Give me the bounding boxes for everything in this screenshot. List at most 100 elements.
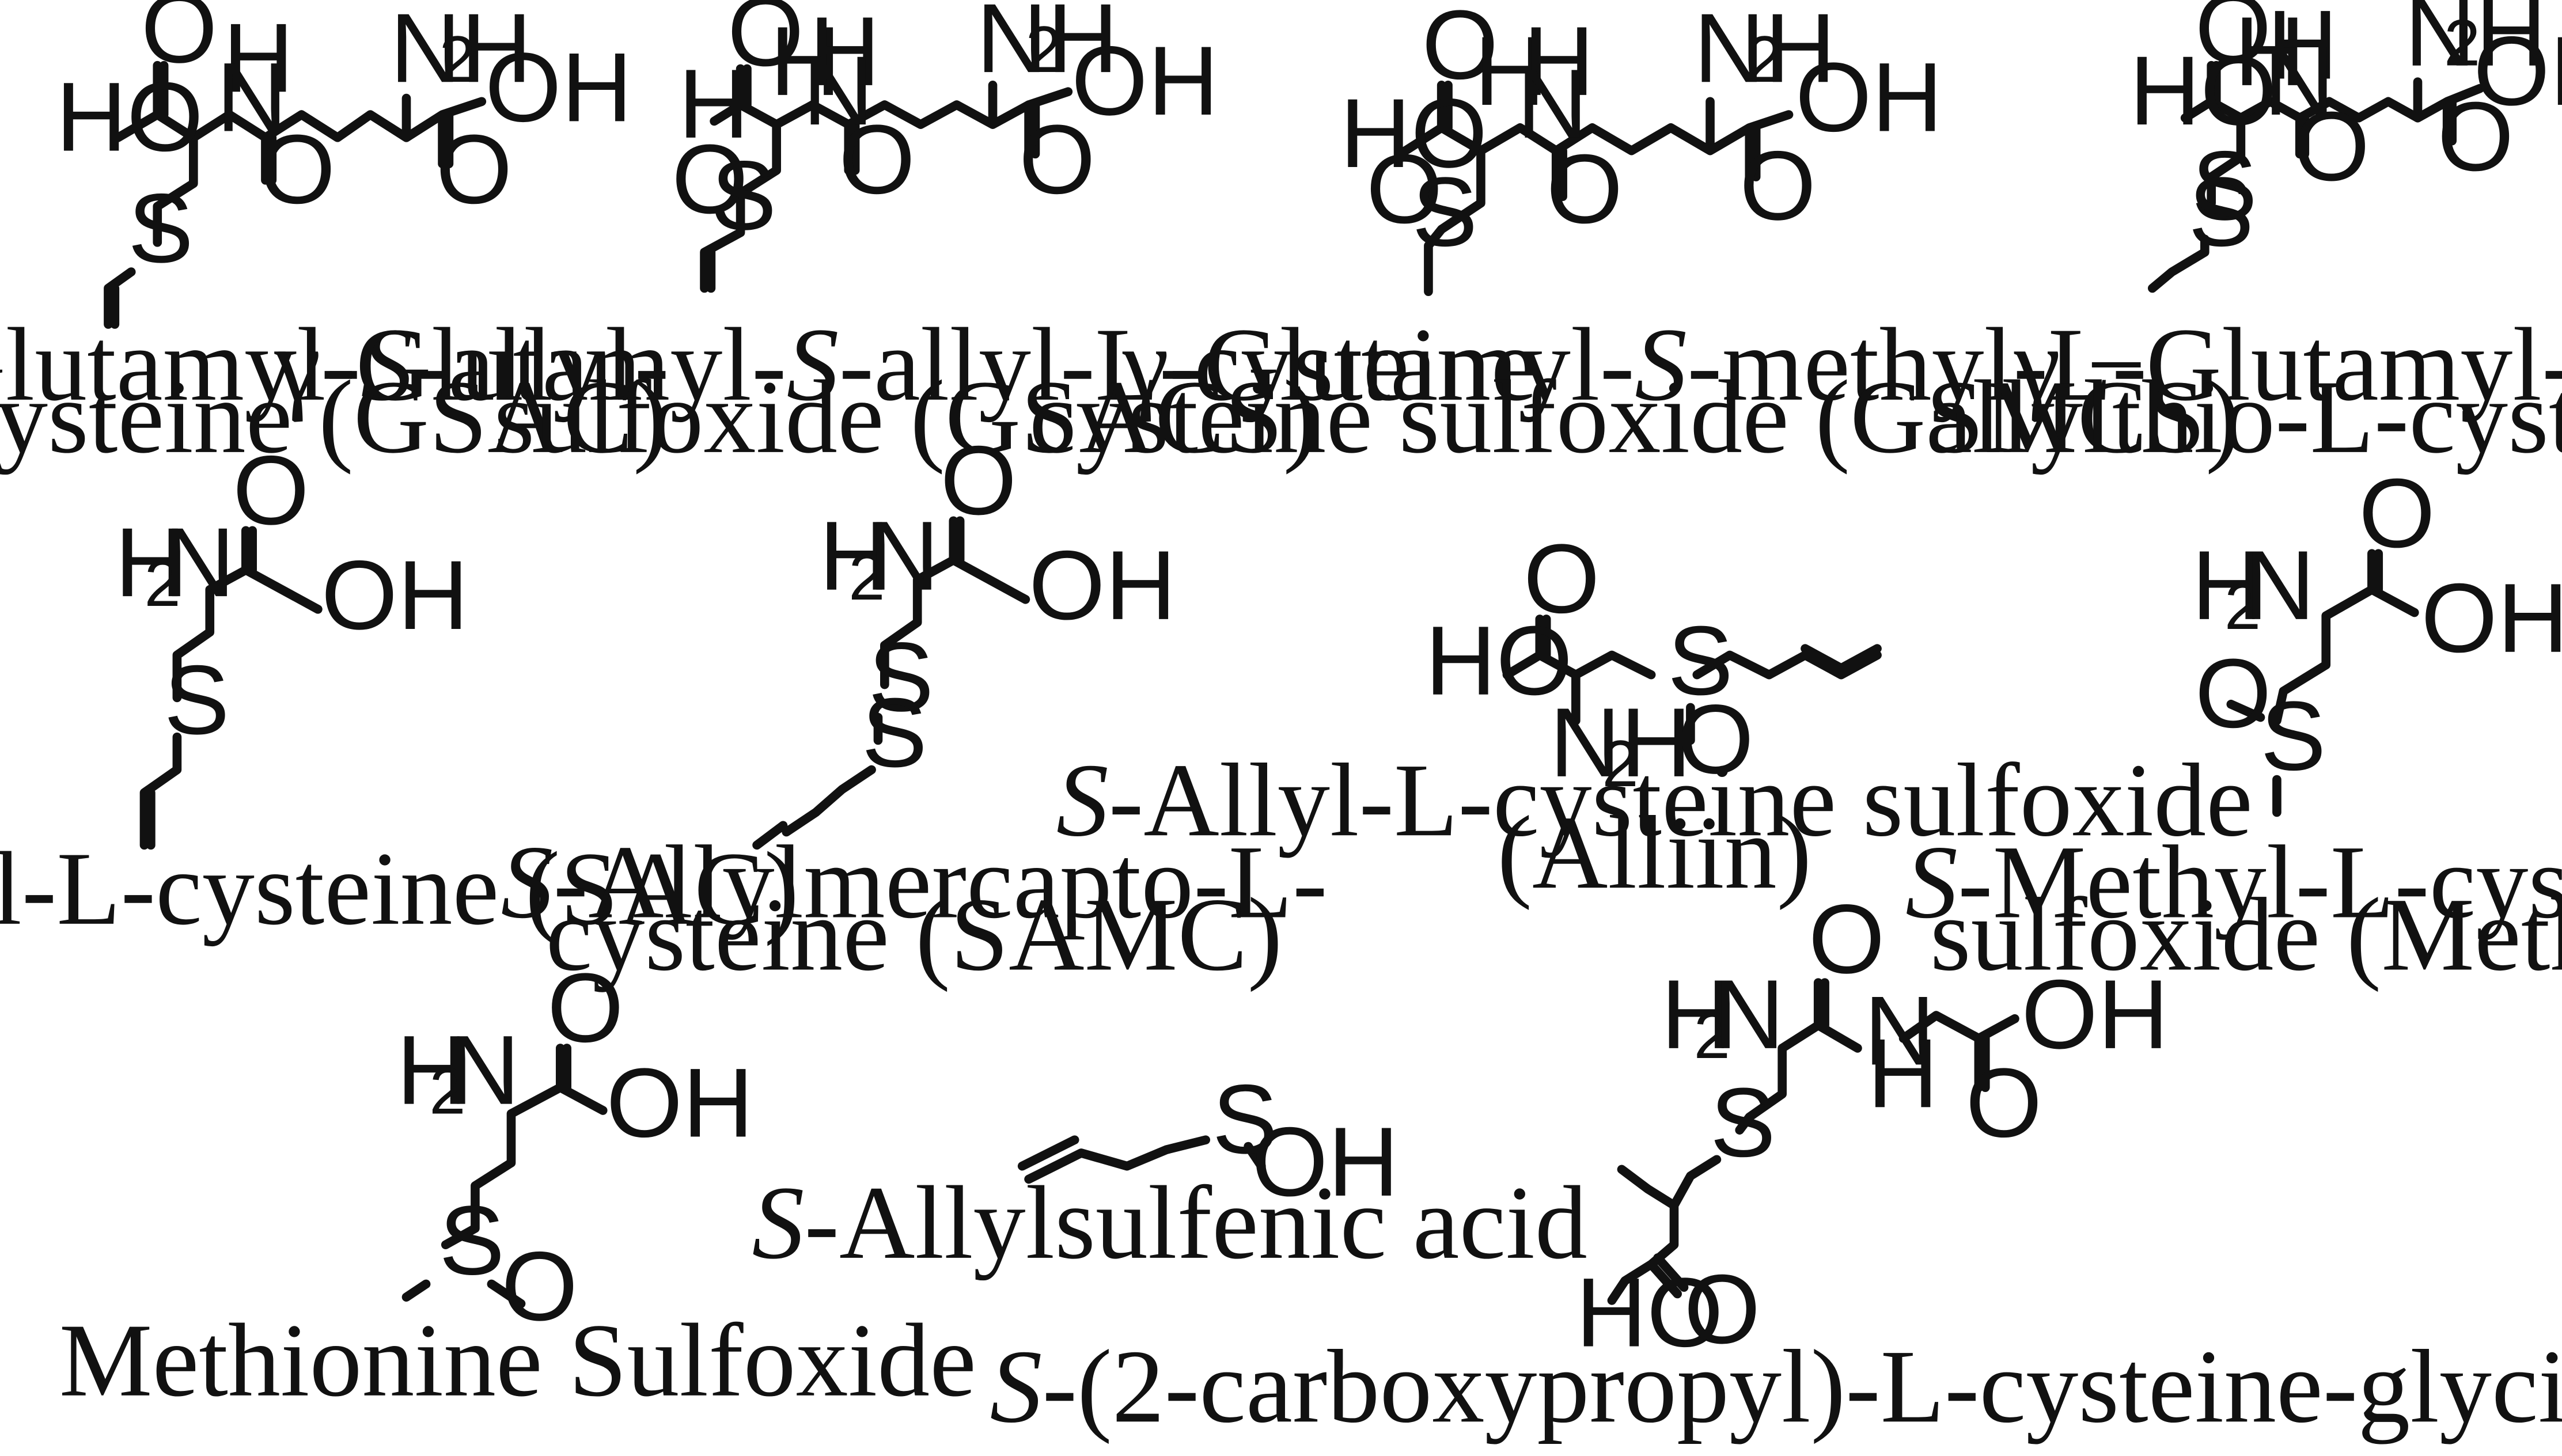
atom-label: N <box>868 502 939 611</box>
atom-subscript: 2 <box>2444 7 2480 80</box>
atom-label: H <box>819 502 890 611</box>
atom-subscript: 2 <box>429 1055 465 1128</box>
caption-gsac: γ-Glutamyl-S-allyl-L-cysteine (GSAC) <box>0 307 669 475</box>
atom-label: OH <box>2473 17 2562 126</box>
atom-label: H <box>223 3 294 113</box>
structure-sac: O H 2 N OH S S-Allyl-L-cysteine (SAC) <box>0 436 799 947</box>
atom-label: OH <box>321 541 469 650</box>
atom-label: S <box>2260 682 2326 791</box>
caption-segment: Methionine Sulfoxide <box>59 1303 976 1419</box>
atom-label: HO <box>1340 79 1487 188</box>
atom-subscript: 2 <box>848 541 885 614</box>
atom-label: NH <box>976 0 1118 93</box>
atom-label: O <box>727 0 804 87</box>
atom-label: N <box>2264 26 2334 136</box>
atom-label: O <box>1523 525 1600 634</box>
atom-label: H <box>679 50 749 159</box>
structure-gsacs: O H H H N O NH 2 OH O O S γ-Glutamyl-S-a… <box>274 0 1537 475</box>
atom-label: N <box>1517 50 1587 159</box>
atom-label: OH <box>2421 564 2562 673</box>
caption-gsatc: γ −Glutamyl-S-allylthio-L-cysteine <box>1926 307 2562 475</box>
caption-segment: S <box>1635 307 1687 423</box>
atom-label: S <box>1412 158 1477 267</box>
atom-label: H <box>115 508 185 617</box>
atom-label: OH <box>1029 531 1176 640</box>
atom-label: O <box>2359 459 2435 568</box>
atom-subscript: 2 <box>1694 999 1730 1072</box>
atom-label: OH <box>2021 960 2169 1070</box>
atom-subscript: 2 <box>2224 570 2261 643</box>
structure-gsmcs: O HO H H N O NH 2 OH O O S γ-Glutamyl-S-… <box>1029 0 2241 475</box>
structure-gsac: HO O H N O NH 2 OH O S γ-Glutamyl-S-ally… <box>0 0 669 475</box>
caption-alliin: S-Allyl-L-cysteine sulfoxide(Alliin) <box>1056 742 2253 911</box>
atom-label: S <box>164 646 230 755</box>
atom-label: O <box>501 1232 578 1341</box>
caption-segment: -allyl- <box>413 307 669 423</box>
atom-label: O <box>1019 105 1096 215</box>
caption-allylsulfenic: S-Allylsulfenic acid <box>752 1165 1587 1281</box>
caption-segment: S <box>990 1329 1043 1444</box>
caption-gsacs: γ-Glutamyl-S-allyl-L-cysteinesulfoxide (… <box>274 307 1537 475</box>
atom-label: HO <box>1576 1258 1723 1367</box>
atom-label: H <box>2267 0 2338 100</box>
atom-label: N <box>449 1016 520 1125</box>
structure-metso: O H 2 N OH S O Methionine Sulfoxide <box>59 954 976 1419</box>
caption-segment: -Allylsulfenic acid <box>804 1165 1587 1281</box>
caption-metso: Methionine Sulfoxide <box>59 1303 976 1419</box>
caption-segment: -Allyl-L-cysteine sulfoxide <box>1109 742 2253 858</box>
atom-label: S <box>128 174 194 283</box>
atom-label: OH <box>485 33 632 142</box>
caption-segment: γ-Glutamyl- <box>0 307 361 423</box>
atom-label: N <box>1864 976 1935 1086</box>
atom-subscript: 2 <box>439 23 475 96</box>
atom-label: O <box>1966 1048 2042 1158</box>
caption-segment: (Alliin) <box>1497 795 1811 911</box>
atom-label: O <box>2195 0 2272 84</box>
caption-segment: cysteine (SAMC) <box>546 877 1283 992</box>
atom-label: N <box>164 508 235 617</box>
caption-segment: L-cysteine (GSAC) <box>0 359 668 475</box>
structure-methiin: O H 2 N OH O S S-Methyl-L-cysteinesulfox… <box>1905 459 2562 993</box>
atom-label: S <box>1212 1065 1278 1174</box>
caption-segment: cysteine sulfoxide (GSMCS) <box>1029 359 2241 475</box>
atom-label: O <box>259 115 336 225</box>
atom-label: O <box>2195 639 2272 749</box>
atom-label: O <box>672 125 748 234</box>
caption-s2cpcg: S-(2-carboxypropyl)-L-cysteine-glycine <box>990 1329 2562 1444</box>
caption-segment: S <box>501 824 553 940</box>
atom-label: H <box>2192 531 2262 640</box>
atom-label: O <box>141 0 218 84</box>
caption-segment: -Allyl-L-cysteine (SAC) <box>0 831 799 947</box>
caption-segment: allylthio-L-cysteine <box>1926 359 2562 475</box>
atom-label: H <box>1475 17 1545 126</box>
atom-label: O <box>1366 135 1443 244</box>
atom-label: N <box>217 43 287 152</box>
atom-label: N <box>803 36 874 146</box>
caption-segment: S <box>1905 824 1958 940</box>
caption-segment: -methyl-L- <box>1687 307 2147 423</box>
atom-label: H <box>1867 1019 1938 1128</box>
atom-label: H <box>1661 960 1732 1070</box>
caption-segment: -Methyl-L-cysteine <box>1958 824 2562 940</box>
atom-subscript: 2 <box>1746 23 1783 96</box>
atom-label: O <box>2293 92 2370 202</box>
atom-label: OH <box>1071 26 1219 136</box>
atom-label: OH <box>1795 43 1943 152</box>
atom-label: HO <box>1425 606 1572 716</box>
atom-label: O <box>1677 685 1754 794</box>
atom-label: H <box>809 0 880 107</box>
caption-segment: S <box>786 307 839 423</box>
atom-label: O <box>839 105 915 215</box>
structure-gsatc: O HO H H N O NH 2 OH O S S γ −Glutamyl-S… <box>1926 0 2562 475</box>
caption-segment: -allyl-L-cysteine <box>839 307 1537 423</box>
atom-label: H <box>2234 0 2305 107</box>
atom-label: O <box>547 954 624 1063</box>
caption-segment: -Allylmercapto-L- <box>553 824 1327 940</box>
atom-label: NH <box>390 0 532 103</box>
caption-sac: S-Allyl-L-cysteine (SAC) <box>0 831 799 947</box>
structure-alliin: O HO NH 2 S O S-Allyl-L-cysteine sulfoxi… <box>1056 525 2253 911</box>
atom-label: O <box>1809 885 1885 994</box>
atom-label: N <box>1714 960 1784 1070</box>
caption-segment: S <box>1056 742 1109 858</box>
